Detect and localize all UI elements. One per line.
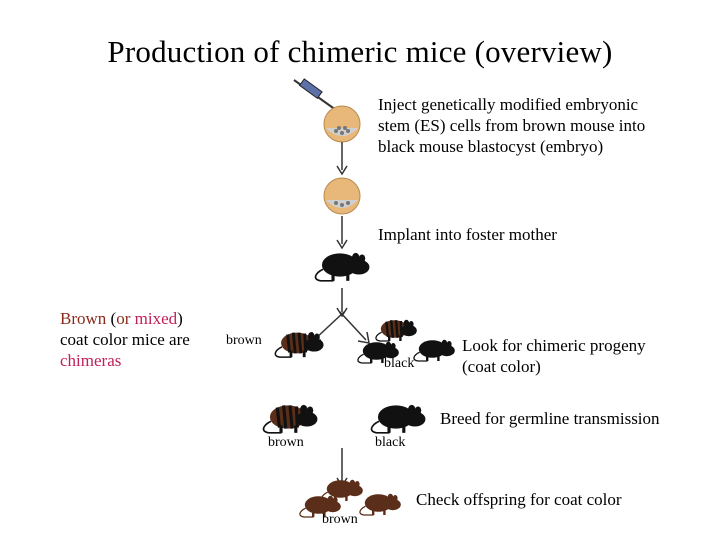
breed-step-text: Breed for germline transmission <box>440 409 660 428</box>
chimera-note-line-2: coat color mice are <box>60 330 190 349</box>
brown-offspring-mouse <box>356 488 404 518</box>
chimera-note-line-1: Brown (or mixed) <box>60 308 190 329</box>
inject-step-text: Inject genetically modified embryonic st… <box>378 94 708 157</box>
foster-mother-mouse <box>310 246 374 284</box>
black-breeding-mouse <box>366 398 430 436</box>
inject-line-3: black mouse blastocyst (embryo) <box>378 137 604 156</box>
chimeric-breeding-mouse <box>258 398 322 436</box>
inject-line-2: stem (ES) cells from brown mouse into <box>378 116 646 135</box>
inject-line-1: Inject genetically modified embryonic <box>378 95 639 114</box>
look-line-1: Look for chimeric progeny <box>462 336 646 355</box>
arrow-down-icon <box>336 216 348 250</box>
check-step-text: Check offspring for coat color <box>416 490 622 509</box>
blastocyst-icon <box>323 177 361 215</box>
implant-step-text: Implant into foster mother <box>378 225 557 244</box>
syringe-icon <box>293 78 337 111</box>
note-mixed: mixed <box>134 309 178 328</box>
look-step-text: Look for chimeric progeny (coat color) <box>462 335 646 377</box>
black-label-breed: black <box>375 435 406 450</box>
note-brown: Brown <box>60 309 107 328</box>
note-or: or <box>116 309 131 328</box>
chimera-note-line-3: chimeras <box>60 351 122 370</box>
arrow-down-icon <box>336 142 348 176</box>
arrow-right-icon <box>339 311 370 344</box>
brown-label-breed: brown <box>268 435 304 450</box>
blastocyst-icon <box>323 105 361 143</box>
arrow-down-icon <box>336 288 348 318</box>
look-line-2: (coat color) <box>462 357 541 376</box>
chimera-note: Brown (or mixed) coat color mice are chi… <box>60 308 190 371</box>
black-label-mid: black <box>384 356 415 371</box>
brown-label-top: brown <box>226 333 262 348</box>
brown-label-bottom: brown <box>322 512 358 527</box>
page-title: Production of chimeric mice (overview) <box>107 34 613 69</box>
note-close: ) <box>177 309 183 328</box>
chimeric-progeny-mouse <box>270 326 328 360</box>
note-open: ( <box>106 309 117 328</box>
black-progeny-mouse <box>410 334 458 364</box>
